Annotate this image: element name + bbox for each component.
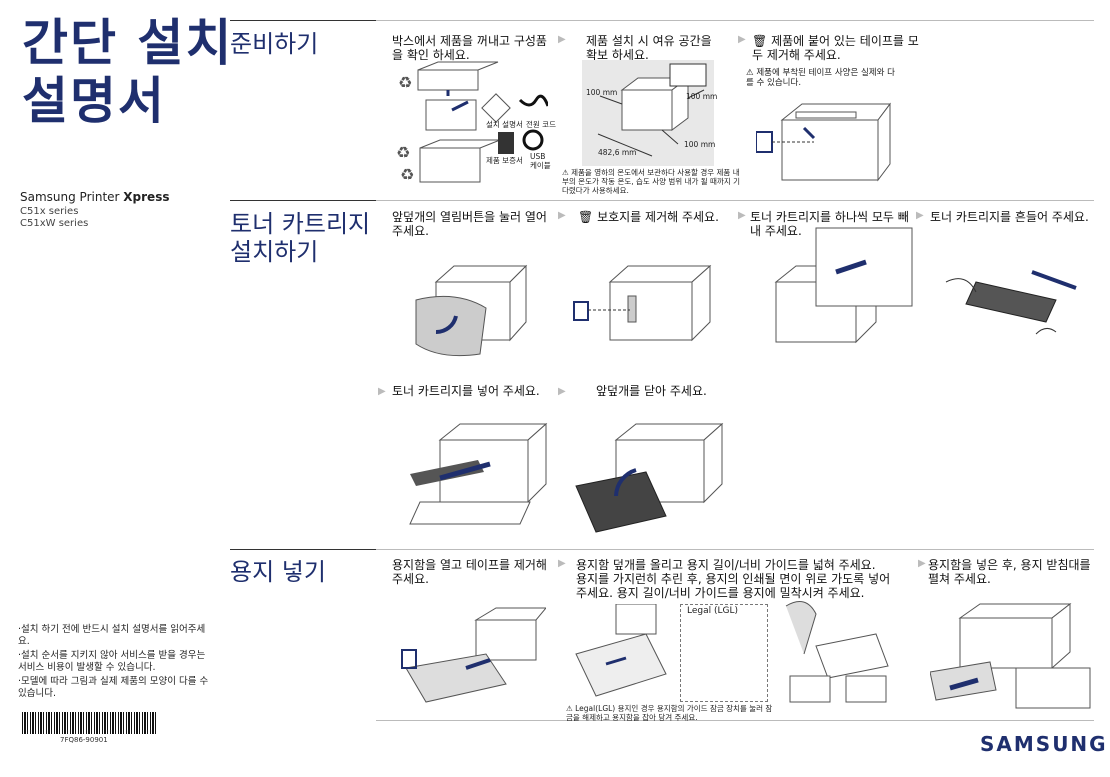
svg-text:♻: ♻: [398, 73, 412, 92]
load-paper-illustration: [785, 601, 889, 703]
step-arrow-icon: ▶: [738, 34, 746, 45]
toner-step-3: 토너 카트리지를 하나씩 모두 빼내 주세요.: [750, 210, 909, 238]
step-arrow-icon: ▶: [558, 386, 566, 397]
trash-icon: 🗑: [752, 34, 772, 48]
dimension-label: 482,6 mm: [598, 148, 637, 157]
toner-step-1: 앞덮개의 열림버튼을 눌러 열어 주세요.: [392, 210, 547, 238]
item-warranty-label: 제품 보증서: [486, 156, 523, 165]
tape-removal-illustration: [756, 102, 891, 182]
dimension-label: 100 mm: [686, 92, 718, 101]
series-2: C51xW series: [20, 218, 89, 229]
warning-icon: ⚠: [746, 68, 757, 78]
legal-inset: Legal (LGL): [680, 604, 768, 702]
note-1: ·설치 하기 전에 반드시 설치 설명서를 읽어주세요.: [18, 624, 206, 647]
barcode: [22, 712, 158, 734]
insert-toner-illustration: [409, 422, 548, 525]
section-rule: [376, 720, 1094, 721]
insert-tray-illustration: [930, 602, 1091, 709]
step-arrow-icon: ▶: [558, 210, 566, 221]
step-arrow-icon: ▶: [558, 34, 566, 45]
barcode-number: 7FQ86-90901: [60, 736, 108, 744]
paper-warning: ⚠ Legal(LGL) 용지인 경우 용지함의 가이드 잠금 장치를 눌러 잠…: [566, 704, 773, 722]
section-rule: [376, 200, 1094, 201]
item-usb-label: USB 케이블: [530, 152, 551, 170]
legal-label: Legal (LGL): [687, 606, 739, 616]
trash-icon: 🗑: [578, 210, 598, 224]
section-rule: [376, 549, 1094, 550]
toner-step-2: 🗑 보호지를 제거해 주세요.: [578, 210, 719, 224]
section-title-toner: 토너 카트리지 설치하기: [230, 210, 371, 266]
step-arrow-icon: ▶: [558, 558, 566, 569]
step-arrow-icon: ▶: [916, 210, 924, 221]
unpack-illustration: ♻ ♻ ♻: [396, 61, 548, 184]
remove-protector-illustration: [573, 264, 712, 342]
paper-step-3: 용지함을 넣은 후, 용지 받침대를 펼쳐 주세요.: [928, 558, 1091, 586]
toner-step-6: 앞덮개를 닫아 주세요.: [596, 384, 707, 398]
svg-text:♻: ♻: [400, 165, 414, 184]
shake-toner-illustration: [945, 270, 1077, 335]
prepare-step-2: 제품 설치 시 여유 공간을 확보 하세요.: [586, 34, 712, 62]
section-rule: [230, 549, 376, 550]
prepare-step-1: 박스에서 제품을 꺼내고 구성품을 확인 하세요.: [392, 34, 547, 62]
item-power-label: 전원 코드: [526, 120, 556, 129]
close-cover-illustration: [575, 422, 724, 533]
section-title-prepare: 준비하기: [230, 30, 319, 58]
clearance-illustration: [582, 60, 714, 166]
item-manual-label: 설치 설명서: [486, 120, 523, 129]
dimension-label: 100 mm: [684, 140, 716, 149]
step-arrow-icon: ▶: [738, 210, 746, 221]
section-rule: [230, 20, 376, 21]
dimension-label: 100 mm: [586, 88, 618, 97]
step-arrow-icon: ▶: [918, 558, 926, 569]
paper-step-1: 용지함을 열고 테이프를 제거해 주세요.: [392, 558, 547, 586]
adjust-guides-illustration: [575, 604, 667, 697]
toner-step-5: 토너 카트리지를 넣어 주세요.: [392, 384, 540, 398]
product-name: Samsung Printer Xpress: [20, 190, 170, 204]
prepare-step-3-warning: ⚠ 제품에 부착된 테이프 사양은 실제와 다를 수 있습니다.: [746, 68, 895, 88]
open-cover-illustration: [415, 264, 528, 357]
series-1: C51x series: [20, 206, 79, 217]
note-2: ·설치 순서를 지키지 않아 서비스를 받을 경우는 서비스 비용이 발생할 수…: [18, 650, 206, 673]
open-tray-illustration: [401, 607, 546, 703]
paper-step-2: 용지함 덮개를 올리고 용지 길이/너비 가이드를 넓혀 주세요. 용지를 가지…: [576, 558, 891, 600]
section-rule: [230, 200, 376, 201]
warning-icon: ⚠: [562, 168, 572, 177]
prepare-step-3: 🗑 제품에 붙어 있는 테이프를 모두 제거해 주세요.: [752, 34, 919, 62]
svg-text:♻: ♻: [396, 143, 410, 162]
remove-toner-illustration: [774, 227, 913, 344]
samsung-logo: SAMSUNG: [980, 732, 1108, 756]
section-title-paper: 용지 넣기: [230, 558, 326, 586]
prepare-step-2-warning: ⚠ 제품을 영하의 온도에서 보관하다 사용할 경우 제품 내부의 온도가 작동…: [562, 168, 741, 195]
warning-icon: ⚠: [566, 704, 576, 713]
toner-step-4: 토너 카트리지를 흔들어 주세요.: [930, 210, 1089, 224]
note-3: ·모델에 따라 그림과 실제 제품의 모양이 다를 수 있습니다.: [18, 676, 209, 699]
notes: ·설치 하기 전에 반드시 설치 설명서를 읽어주세요. ·설치 순서를 지키지…: [18, 624, 213, 702]
section-rule: [376, 20, 1094, 21]
step-arrow-icon: ▶: [378, 386, 386, 397]
guide-title: 간단 설치 설명서: [22, 14, 234, 130]
